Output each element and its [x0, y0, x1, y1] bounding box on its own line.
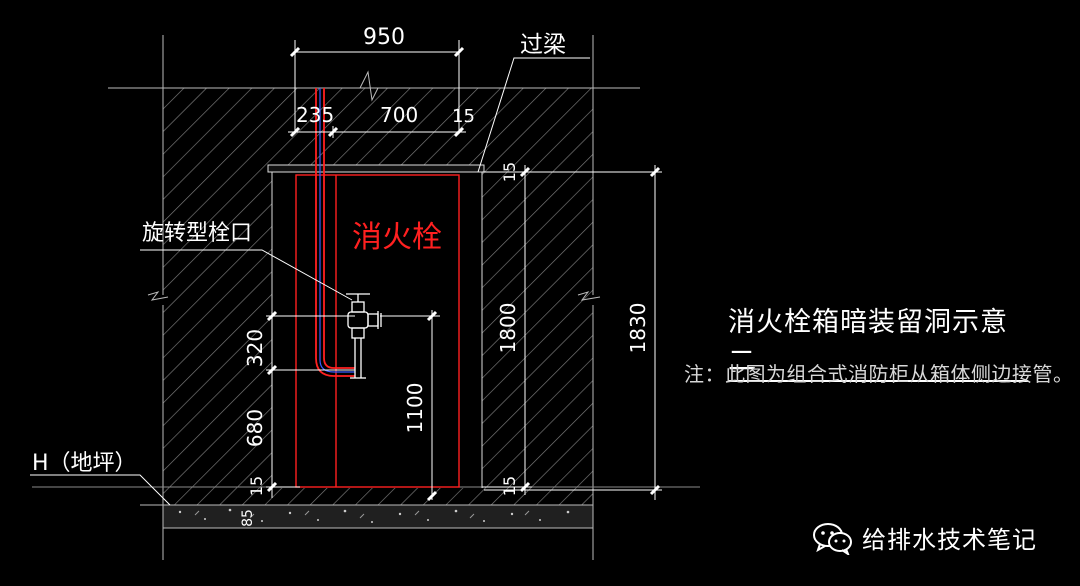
dim-235-label: 235: [296, 103, 334, 127]
dim-950-label: 950: [363, 25, 405, 50]
valve-label: 旋转型栓口: [142, 221, 252, 246]
wechat-icon: [813, 522, 852, 555]
dim-700-label: 700: [380, 103, 418, 127]
watermark-text: 给排水技术笔记: [862, 526, 1037, 554]
wall-hatch: [163, 88, 593, 505]
dim-1830-label: 1830: [626, 303, 650, 354]
hydrant-label: 消火栓: [352, 220, 442, 255]
wall-outline: [108, 35, 640, 560]
dim-680-label: 680: [243, 409, 267, 447]
dim-15-top-right-label: 15: [500, 162, 519, 182]
dimension-lines: [266, 40, 662, 500]
dim-1100-label: 1100: [403, 383, 427, 434]
dim-1800-label: 1800: [496, 303, 520, 354]
riser-pipe: [315, 88, 355, 377]
dimension-ticks: [266, 46, 661, 502]
watermark: 给排水技术笔记: [812, 520, 1037, 555]
leader-lines: [30, 57, 590, 506]
valve-icon: [346, 293, 382, 379]
hydrant-box: [295, 174, 460, 488]
floor-label: H（地坪）: [32, 451, 137, 476]
drawing-note: 注：此图为组合式消防柜从箱体侧边接管。: [684, 362, 1074, 386]
dim-15-bottom-right-label: 15: [500, 476, 519, 496]
dim-320-label: 320: [243, 329, 267, 367]
dim-15-left-label: 15: [247, 476, 266, 496]
lintel-beam: [267, 164, 485, 173]
dim-15-top-label: 15: [452, 106, 475, 127]
dim-85-label: 85: [240, 509, 256, 527]
drawing-title: 消火栓箱暗装留洞示意二: [728, 300, 1028, 382]
beam-label: 过梁: [520, 32, 566, 58]
